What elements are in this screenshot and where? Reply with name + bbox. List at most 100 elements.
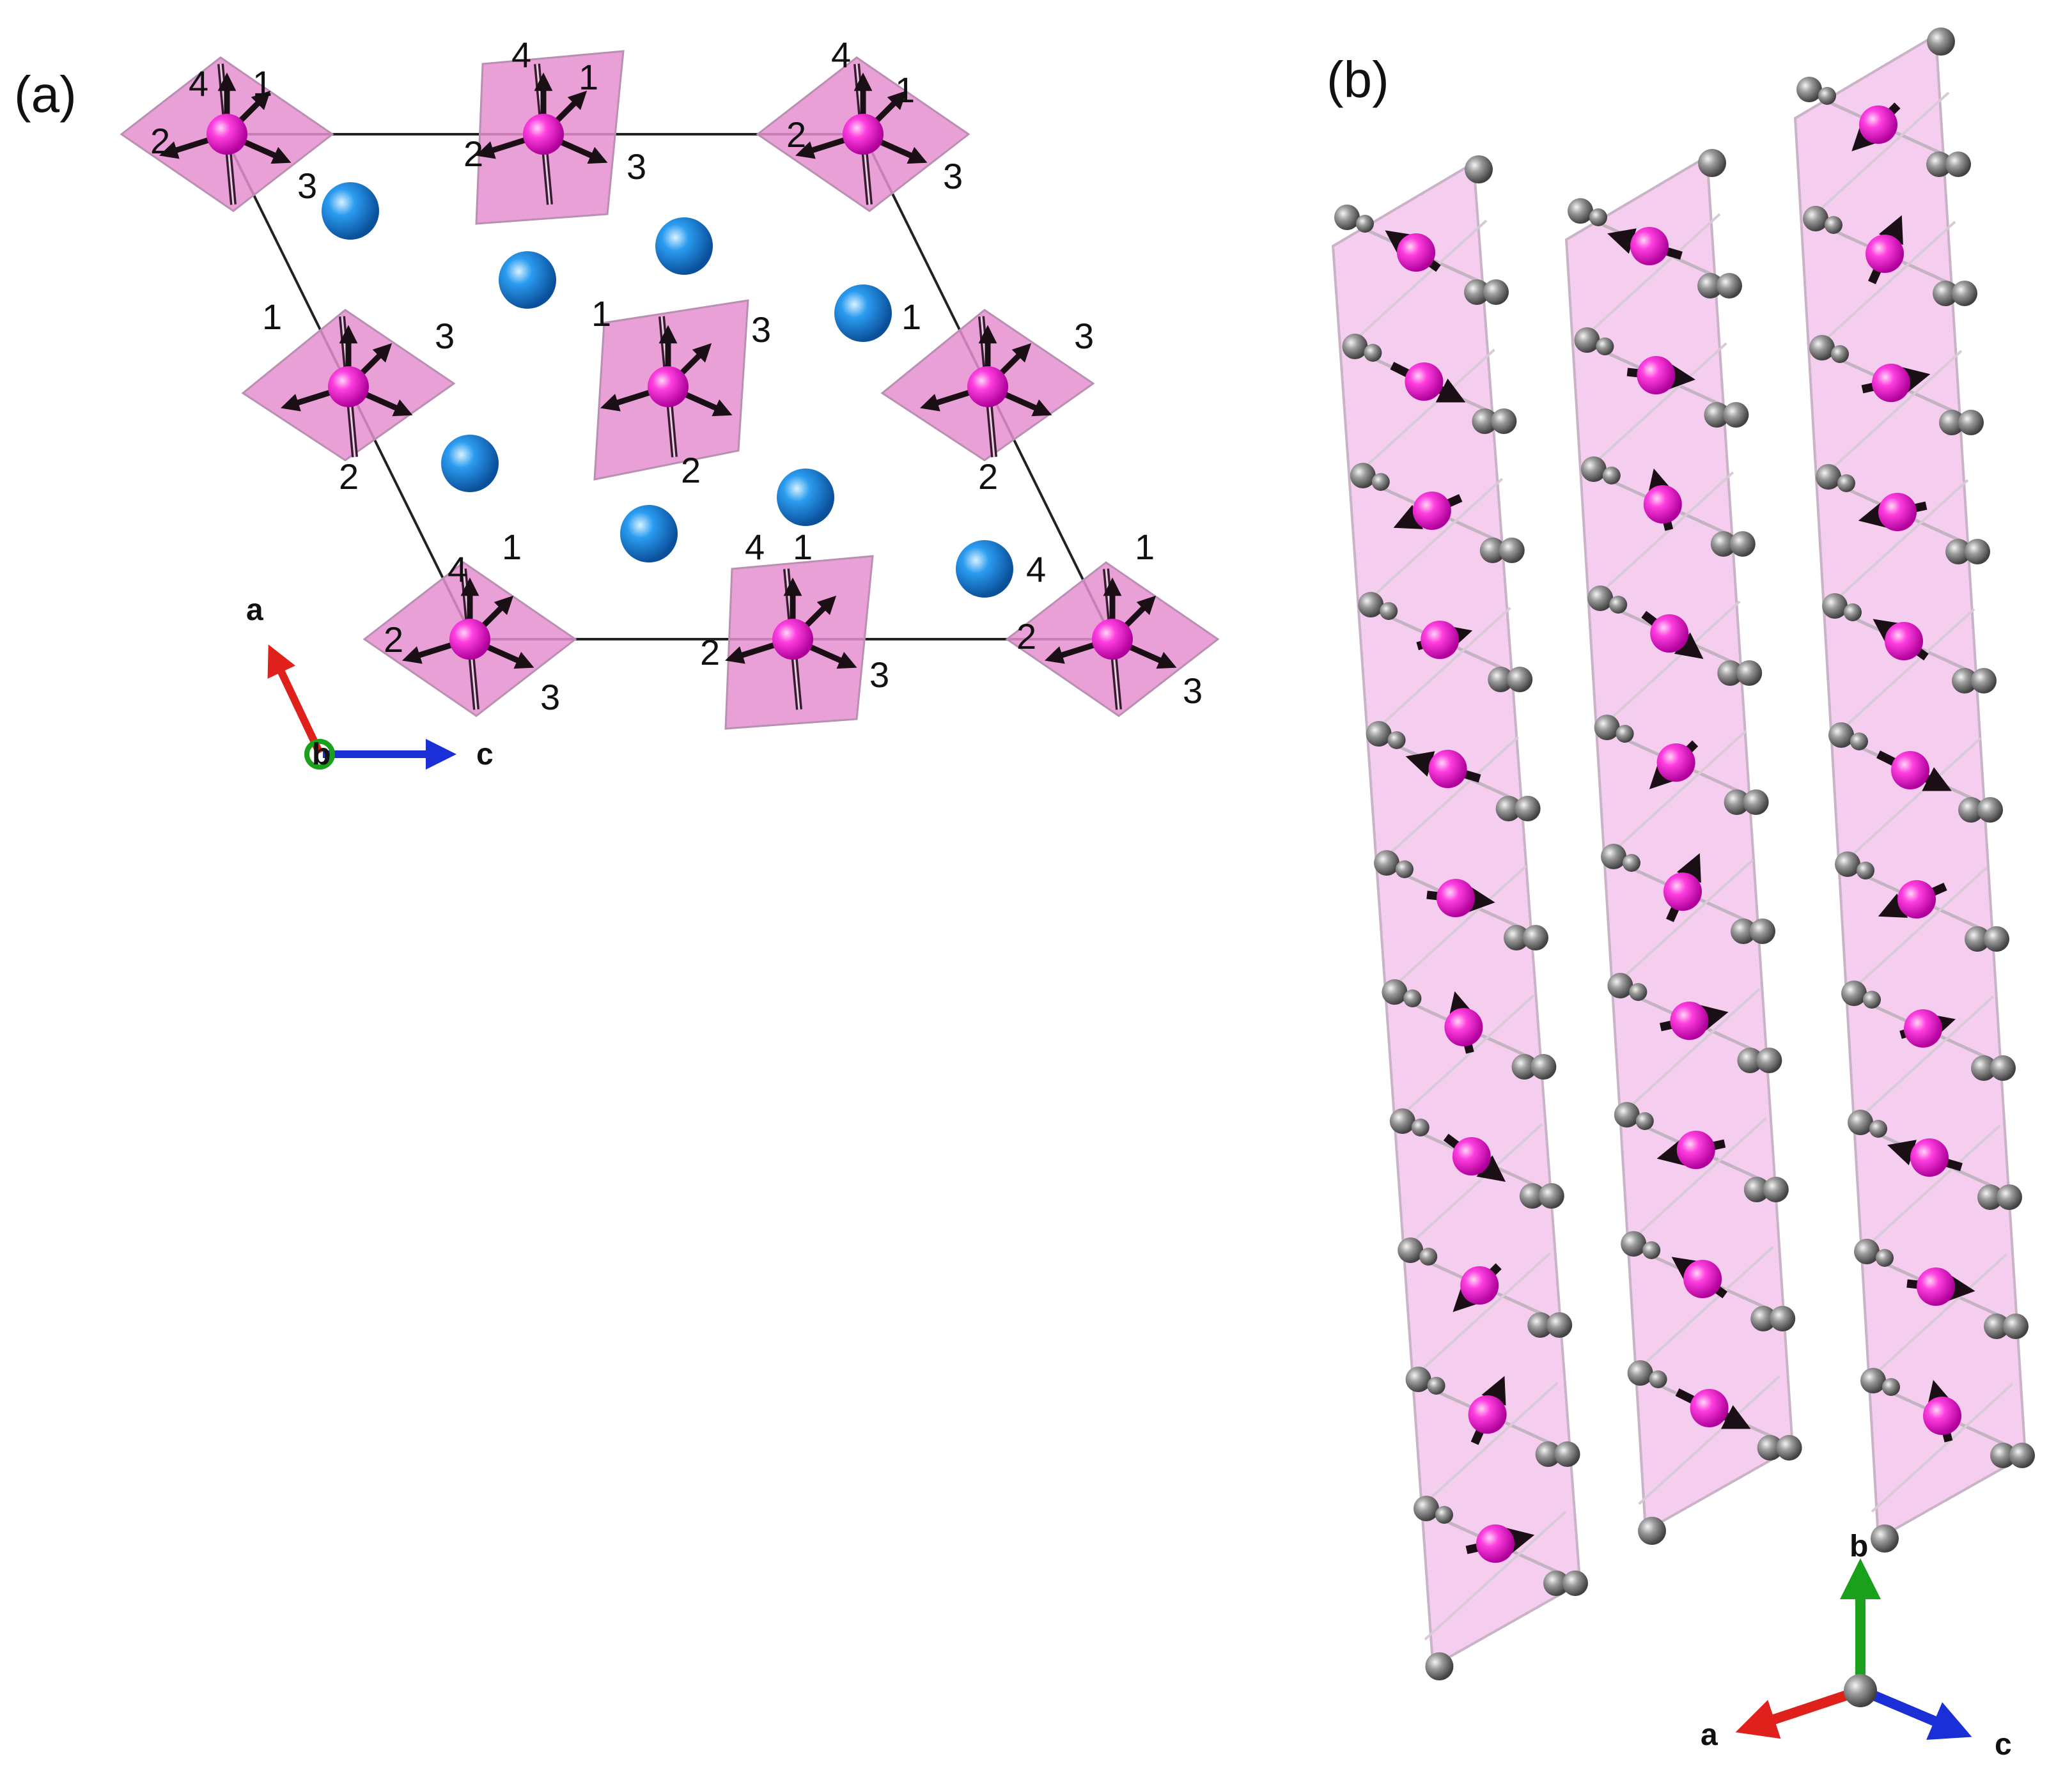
ligand-atom bbox=[1580, 456, 1607, 482]
ligand-atom bbox=[1499, 538, 1525, 563]
ligand-atom bbox=[1984, 926, 2009, 952]
chain-b-3 bbox=[1793, 27, 2035, 1553]
ligand-atom bbox=[1848, 1110, 1873, 1135]
site-label-4: 4 bbox=[1026, 549, 1046, 589]
site-label-3: 3 bbox=[540, 677, 560, 717]
octahedron-b bbox=[1414, 1496, 1588, 1641]
ligand-atom bbox=[1616, 725, 1634, 743]
chain-b-2 bbox=[1564, 149, 1802, 1545]
polyhedron-edge bbox=[1605, 729, 1747, 860]
polyhedron-edge bbox=[1424, 1510, 1567, 1641]
polyhedron-edge bbox=[1638, 1375, 1780, 1505]
octahedron-b bbox=[1587, 585, 1763, 731]
site-label-1: 1 bbox=[502, 527, 522, 567]
ligand-atom bbox=[1403, 989, 1422, 1007]
site-label-2: 2 bbox=[1017, 616, 1036, 656]
ligand-atom bbox=[1729, 531, 1756, 557]
ligand-atom bbox=[1933, 281, 1958, 306]
site-label-1: 1 bbox=[793, 527, 813, 567]
polyhedron-edge bbox=[1585, 342, 1727, 472]
ligand-atom bbox=[1649, 1370, 1667, 1388]
ligand-atom bbox=[1945, 151, 1971, 177]
ligand-atom bbox=[1589, 208, 1607, 226]
polyhedron-edge bbox=[1832, 608, 1975, 738]
spacer-atom bbox=[956, 540, 1013, 598]
ligand-atom bbox=[1562, 1570, 1588, 1596]
ligand-atom bbox=[2003, 1314, 2029, 1339]
magnetic-atom bbox=[1904, 1009, 1942, 1048]
octahedron-b bbox=[1621, 1231, 1796, 1376]
polyhedron-edge bbox=[1384, 865, 1527, 995]
ligand-atom bbox=[1627, 1360, 1653, 1386]
magnetic-atom bbox=[1923, 1397, 1961, 1435]
magnetic-atom bbox=[1476, 1524, 1515, 1563]
octahedron-b bbox=[1854, 1239, 2029, 1384]
polyhedron-edge bbox=[1851, 995, 1995, 1126]
octahedron-b bbox=[1334, 205, 1509, 350]
magnetic-atom bbox=[1885, 622, 1923, 660]
polyhedron-edge bbox=[1376, 736, 1519, 866]
ligand-atom bbox=[1568, 198, 1593, 224]
ligand-atom bbox=[1427, 1377, 1445, 1395]
ligand-atom bbox=[1990, 1055, 2016, 1081]
magnetic-atom bbox=[1437, 879, 1475, 917]
polyhedron-edge bbox=[1813, 221, 1956, 351]
site-label-2: 2 bbox=[786, 114, 806, 155]
octahedron-b bbox=[1574, 327, 1749, 472]
magnetic-atom bbox=[1444, 1008, 1483, 1046]
axis-b-label: b bbox=[312, 738, 331, 771]
polyhedron-edge bbox=[1368, 607, 1511, 737]
site-label-1: 1 bbox=[579, 57, 598, 97]
ligand-atom bbox=[1927, 27, 1955, 56]
site-label-3: 3 bbox=[627, 146, 646, 187]
ligand-atom bbox=[1621, 1231, 1647, 1257]
ligand-atom bbox=[1939, 410, 1965, 435]
octahedron-b bbox=[1398, 1237, 1573, 1383]
polyhedron-edge bbox=[1591, 471, 1734, 601]
axis-triad-b: b a c bbox=[1701, 1530, 2012, 1762]
polyhedron-edge bbox=[1807, 91, 1950, 222]
octahedron-b bbox=[1366, 721, 1541, 866]
axis-c-label-b: c bbox=[1995, 1728, 2012, 1762]
ligand-atom bbox=[1535, 1441, 1561, 1467]
magnetic-atom bbox=[1428, 750, 1467, 788]
axis-a-arrow bbox=[267, 644, 323, 755]
axis-c-arrow-b bbox=[1867, 1689, 1972, 1740]
magnetic-atom bbox=[1630, 227, 1669, 265]
ligand-atom bbox=[1642, 1241, 1661, 1259]
ligand-atom bbox=[1398, 1237, 1424, 1263]
polyhedron-edge bbox=[1416, 1381, 1559, 1512]
ligand-atom bbox=[1763, 1177, 1789, 1202]
octahedral-chains-layer bbox=[1331, 27, 2035, 1680]
ligand-atom bbox=[1389, 1108, 1415, 1134]
magnetic-atom bbox=[1663, 872, 1702, 911]
ligand-atom bbox=[1623, 854, 1640, 872]
ligand-atom bbox=[1965, 539, 1990, 564]
ligand-atom bbox=[1607, 973, 1633, 998]
site-label-3: 3 bbox=[869, 655, 889, 695]
ligand-atom bbox=[1863, 991, 1881, 1009]
octahedron-b bbox=[1822, 593, 1997, 738]
magnetic-atom bbox=[1859, 105, 1897, 144]
magnetic-atom bbox=[1670, 1002, 1709, 1040]
ligand-atom bbox=[1488, 667, 1514, 692]
magnetic-atom bbox=[1878, 493, 1917, 531]
ligand-atom bbox=[1366, 721, 1392, 747]
ligand-atom bbox=[1380, 602, 1398, 620]
octahedron-b bbox=[1342, 334, 1517, 479]
site-label-2: 2 bbox=[978, 456, 998, 497]
ligand-atom bbox=[1507, 667, 1533, 692]
ligand-atom bbox=[1871, 1524, 1899, 1553]
axis-a-label: a bbox=[246, 593, 263, 627]
ligand-atom bbox=[1831, 345, 1849, 363]
magnetic-atom bbox=[1690, 1389, 1729, 1427]
polyhedron-edge bbox=[1400, 1123, 1543, 1253]
ligand-atom bbox=[1515, 796, 1541, 821]
ligand-atom bbox=[1854, 1239, 1880, 1264]
ligand-atom bbox=[1818, 87, 1836, 105]
ligand-atom bbox=[1350, 463, 1376, 488]
